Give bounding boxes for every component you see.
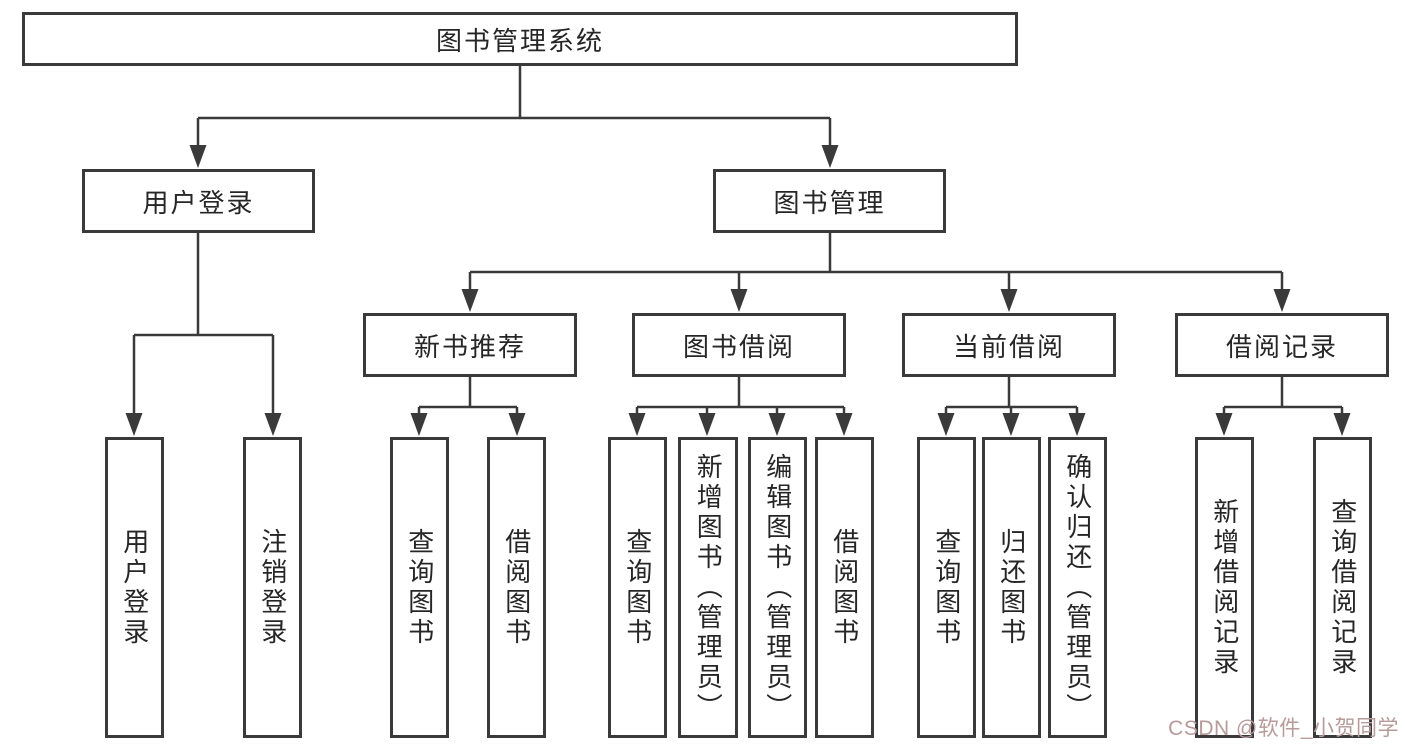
leaf-add-borrow-record: 新增借阅记录 [1195, 437, 1254, 738]
node-label: 借阅图书 [829, 527, 860, 648]
node-label: 新增图书（管理员） [693, 452, 724, 723]
node-book-management: 图书管理 [713, 169, 946, 233]
leaf-query-books-recommend: 查询图书 [390, 437, 449, 738]
arrowheads [125, 145, 1351, 436]
leaf-return-books: 归还图书 [982, 437, 1041, 738]
leaf-borrow-books-recommend: 借阅图书 [487, 437, 546, 738]
node-label: 借阅记录 [1225, 331, 1338, 362]
node-label: 当前借阅 [952, 331, 1065, 362]
leaf-query-borrow-record: 查询借阅记录 [1313, 437, 1372, 738]
leaf-add-books-admin: 新增图书（管理员） [678, 437, 738, 738]
node-current-borrow: 当前借阅 [902, 313, 1116, 377]
node-label: 查询图书 [931, 527, 962, 648]
node-label: 查询借阅记录 [1327, 497, 1358, 678]
node-label: 新增借阅记录 [1209, 497, 1240, 678]
node-label: 编辑图书（管理员） [762, 452, 793, 723]
node-book-borrow: 图书借阅 [632, 313, 846, 377]
node-new-book-recommend: 新书推荐 [363, 313, 577, 377]
node-label: 借阅图书 [501, 527, 532, 648]
leaf-query-books-borrow: 查询图书 [608, 437, 667, 738]
leaf-query-books-current: 查询图书 [917, 437, 976, 738]
node-label: 归还图书 [996, 527, 1027, 648]
node-label: 图书借阅 [682, 331, 795, 362]
leaf-logout: 注销登录 [243, 437, 302, 738]
watermark: CSDN @软件_小贺同学 [1168, 717, 1399, 740]
node-label: 图书管理系统 [435, 25, 604, 56]
node-label: 注销登录 [257, 527, 288, 648]
node-label: 查询图书 [404, 527, 435, 648]
node-label: 查询图书 [622, 527, 653, 648]
node-library-management-system: 图书管理系统 [22, 12, 1018, 66]
leaf-edit-books-admin: 编辑图书（管理员） [748, 437, 807, 738]
node-label: 确认归还（管理员） [1062, 452, 1093, 723]
leaf-borrow-books-2: 借阅图书 [815, 437, 874, 738]
node-user-login: 用户登录 [82, 169, 315, 233]
leaf-confirm-return-admin: 确认归还（管理员） [1048, 437, 1107, 738]
node-borrow-records: 借阅记录 [1175, 313, 1389, 377]
node-label: 用户登录 [119, 527, 150, 648]
node-label: 用户登录 [142, 187, 255, 218]
leaf-user-login: 用户登录 [105, 437, 164, 738]
node-label: 新书推荐 [413, 331, 526, 362]
node-label: 图书管理 [773, 187, 886, 218]
